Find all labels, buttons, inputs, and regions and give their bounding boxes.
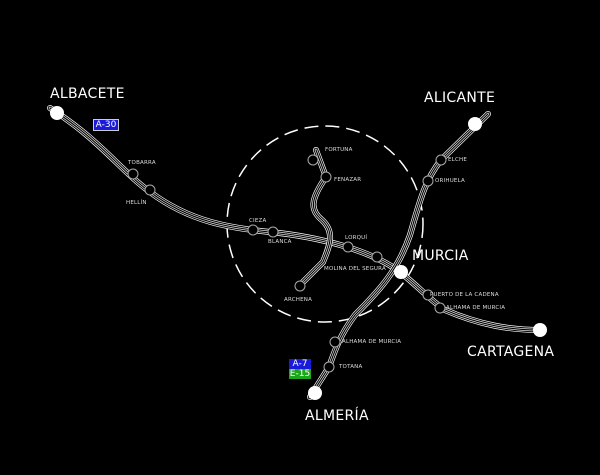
station-molina[interactable]: MOLINA DEL SEGURA [324,266,386,272]
station-marker[interactable] [422,175,434,187]
station-marker[interactable] [435,154,447,166]
station-lorqui[interactable]: LORQUÍ [345,235,368,241]
station-marker[interactable] [434,302,446,314]
station-marker[interactable] [329,336,341,348]
station-elche[interactable]: ELCHE [448,157,467,163]
station-hellin[interactable]: HELLÍN [126,200,147,206]
badge-a30: A-30 [93,119,119,131]
city-dot-almeria[interactable] [308,386,322,400]
city-albacete[interactable]: ALBACETE [50,86,125,102]
station-marker[interactable] [320,171,332,183]
badge-e15: E-15 [289,369,311,379]
station-marker[interactable] [371,251,383,263]
station-alhama-de-murcia[interactable]: ALHAMA DE MURCIA [342,339,402,345]
city-alicante[interactable]: ALICANTE [424,90,496,106]
city-dot-cartagena[interactable] [533,323,547,337]
road-fortuna [297,147,333,288]
station-archena[interactable]: ARCHENA [284,297,313,303]
station-marker[interactable] [342,241,354,253]
road-fortuna [299,149,331,286]
station-marker[interactable] [267,226,279,238]
station-marker[interactable] [127,168,139,180]
station-blanca[interactable]: BLANCA [268,239,292,245]
badge-a7: A-7 [289,359,311,369]
station-marker[interactable] [422,289,434,301]
station-totana[interactable]: TOTANA [339,364,363,370]
station-marker[interactable] [323,361,335,373]
station-marker[interactable] [294,280,306,292]
station-alhama-de-murcia-east[interactable]: ALHAMA DE MURCIA [446,305,506,311]
station-tobarra[interactable]: TOBARRA [128,160,156,166]
station-orihuela[interactable]: ORIHUELA [435,178,465,184]
station-marker[interactable] [144,184,156,196]
city-almeria[interactable]: ALMERÍA [305,408,369,424]
station-puerto-de-la-cadena[interactable]: PUERTO DE LA CADENA [430,292,499,298]
city-dot-murcia[interactable] [394,265,408,279]
station-marker[interactable] [307,154,319,166]
city-dot-alicante[interactable] [468,117,482,131]
city-cartagena[interactable]: CARTAGENA [467,344,555,360]
station-cieza[interactable]: CIEZA [249,218,267,224]
city-dot-albacete[interactable] [50,106,64,120]
station-fenazar[interactable]: FENAZAR [334,177,362,183]
station-fortuna[interactable]: FORTUNA [325,147,353,153]
station-marker[interactable] [247,224,259,236]
city-murcia[interactable]: MURCIA [412,248,469,264]
